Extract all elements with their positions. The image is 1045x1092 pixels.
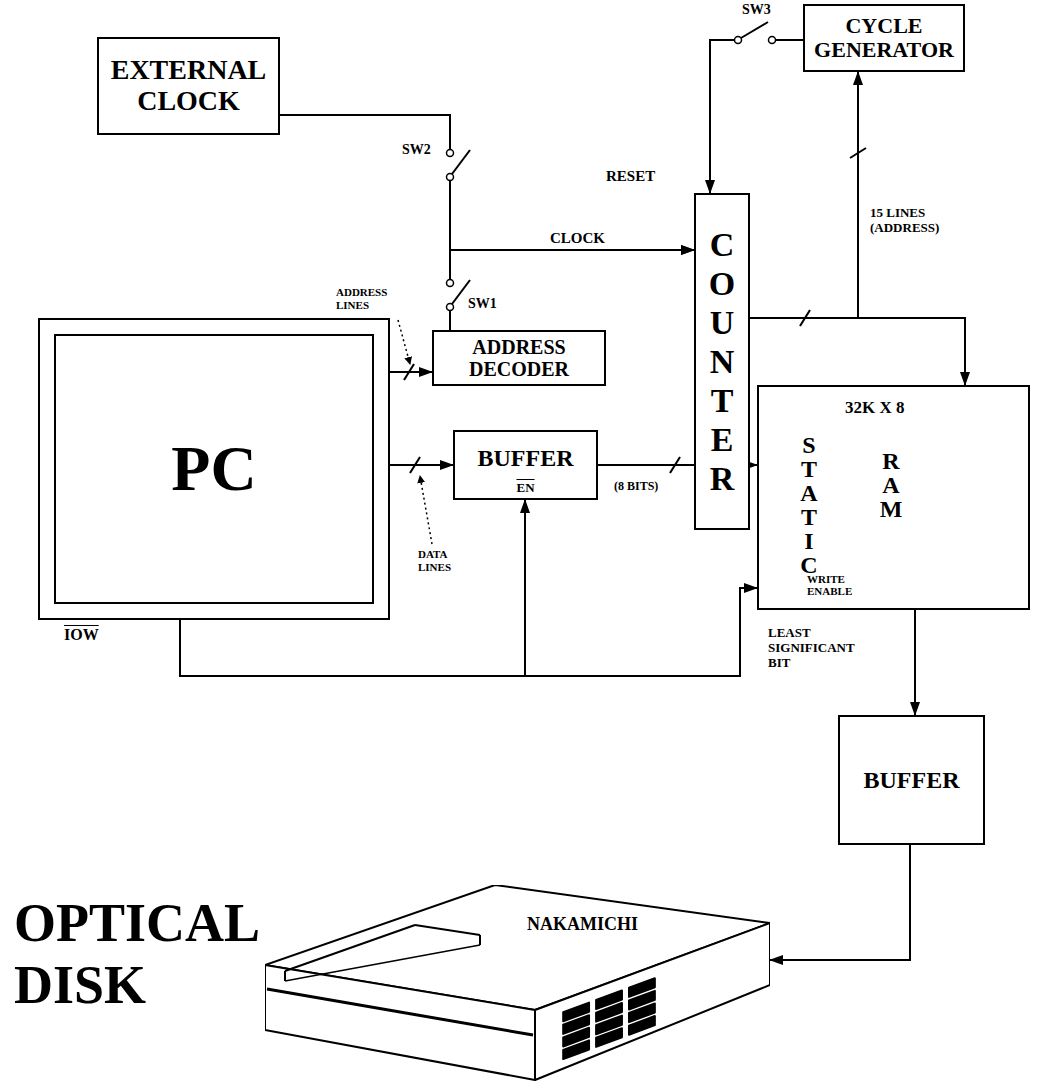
node-content: ADDRESS DECODER [440, 336, 598, 380]
box-title: CYCLE GENERATOR [811, 14, 957, 62]
vertical-title: COUNTER [705, 225, 739, 499]
callout-arrow [398, 320, 410, 364]
wire-label: CLOCK [548, 230, 607, 247]
buffer-box: BUFFER [838, 715, 985, 845]
switch-symbol [445, 150, 470, 181]
node-content: BUFFER [461, 436, 590, 480]
decoder-box: ADDRESS DECODER [432, 330, 606, 386]
signal-wire [750, 72, 858, 318]
box-title: BUFFER [478, 445, 574, 471]
node-content: EXTERNAL CLOCK [105, 43, 272, 129]
pin-label: WRITE ENABLE [807, 573, 871, 597]
signal-wire [914, 610, 916, 715]
bus-label: 15 LINES (ADDRESS) [870, 206, 980, 236]
signal-wire [450, 250, 694, 330]
counter-box: COUNTER [694, 193, 750, 530]
switch-symbol [735, 22, 776, 45]
enable-pin: EN [455, 481, 596, 495]
callout-arrow [420, 476, 432, 544]
switch-label: SW3 [742, 2, 771, 18]
optical-disk-drive: NAKAMICHI [265, 885, 770, 1085]
signal-wire [750, 318, 965, 385]
node-content: COUNTER [702, 199, 742, 524]
ram-box: 32K X 8 STATIC RAM WRITE ENABLE [757, 385, 1030, 610]
signal-wire [770, 845, 910, 960]
box-title: PC [171, 434, 256, 504]
capacity-label: 32K X 8 [845, 399, 905, 418]
box-title: EXTERNAL CLOCK [105, 55, 272, 117]
monitor-screen: PC [54, 334, 374, 604]
switch-label: SW1 [468, 296, 497, 312]
brand-label: NAKAMICHI [527, 915, 638, 935]
callout-label: DATA LINES [418, 548, 468, 573]
buffer-box: BUFFER EN [453, 430, 598, 500]
signal-wire [710, 40, 803, 193]
signal-note: LEAST SIGNIFICANT BIT [768, 626, 880, 671]
node-content: PC [62, 340, 366, 598]
device-title: OPTICAL DISK [14, 892, 274, 1016]
box-title: ADDRESS DECODER [440, 336, 598, 380]
signal-wire [390, 371, 432, 373]
node-content: CYCLE GENERATOR [811, 10, 957, 66]
box-title: BUFFER [864, 767, 960, 793]
switch-label: SW2 [402, 142, 431, 158]
ram-label: RAM [879, 449, 903, 521]
static-label: STATIC [797, 433, 821, 577]
clock-box: EXTERNAL CLOCK [97, 37, 280, 135]
wire-label: RESET [604, 168, 657, 185]
signal-name: IOW [64, 626, 99, 644]
signal-wire [280, 115, 694, 250]
switch-symbol [445, 280, 470, 311]
signal-wire [390, 464, 453, 466]
node-content: BUFFER [846, 721, 977, 839]
pc-monitor: PC [38, 318, 390, 620]
generator-box: CYCLE GENERATOR [803, 4, 965, 72]
wire-label: (8 BITS) [612, 480, 660, 493]
drive-outline [265, 885, 770, 1085]
callout-label: ADDRESS LINES [336, 286, 400, 311]
